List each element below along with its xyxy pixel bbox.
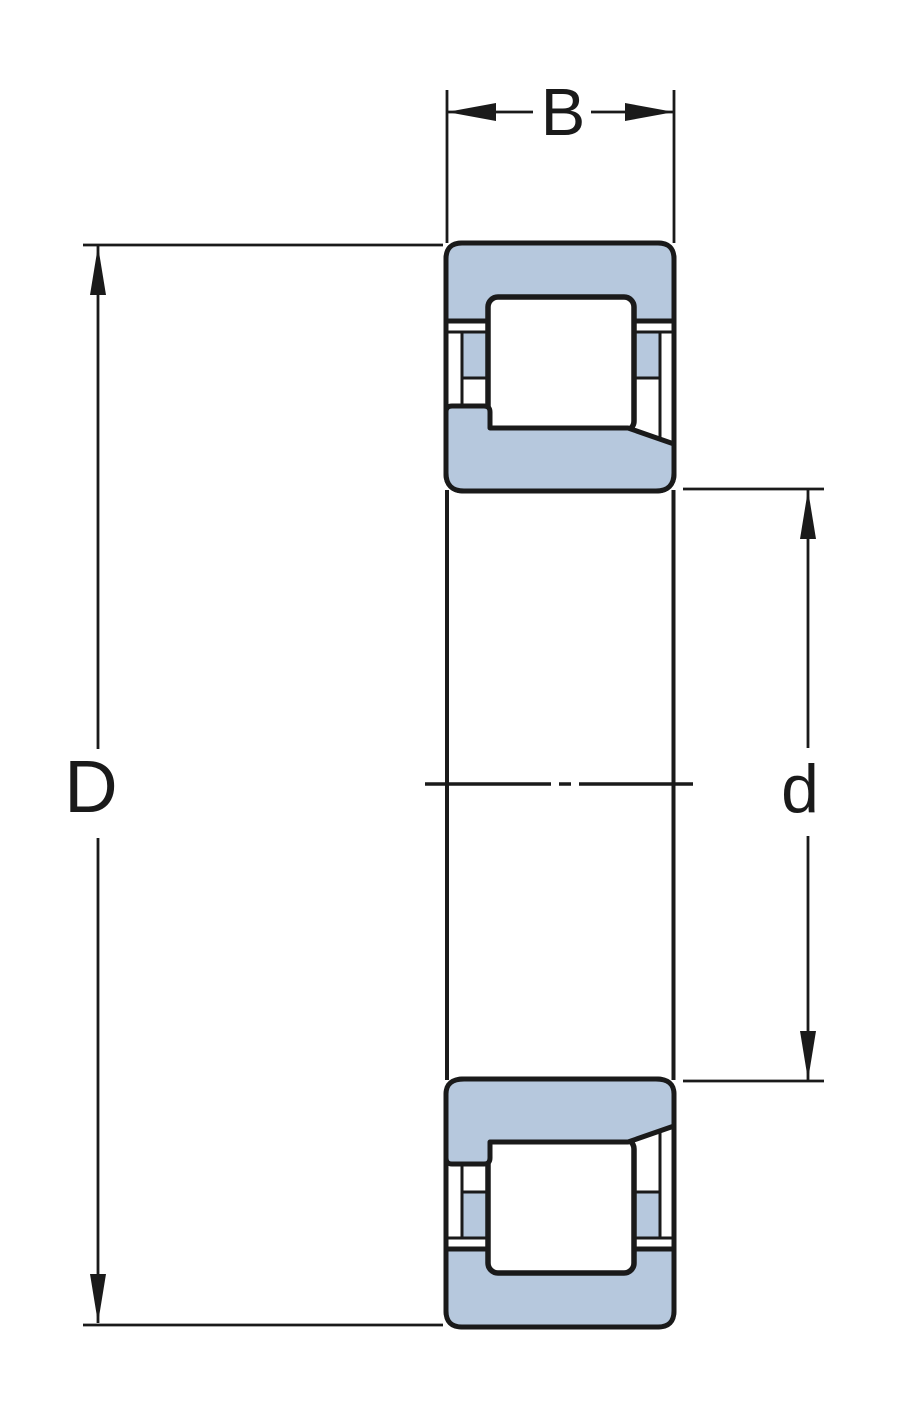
outer-diameter-dimension: D [64, 243, 443, 1327]
outer-diameter-label: D [64, 745, 117, 828]
b-arrow-left-icon [447, 103, 496, 121]
bore-diameter-arrow-down-icon [800, 1031, 816, 1080]
bottom-cage-bar-right [631, 1190, 662, 1240]
outer-diameter-arrow-down-icon [90, 1274, 106, 1323]
bottom-cage-bar-left [460, 1190, 491, 1240]
top-roller [485, 294, 637, 434]
bore-diameter-dimension: d [683, 487, 824, 1083]
b-dimension: B [445, 75, 676, 243]
top-cage-bar-left [460, 330, 491, 380]
outer-diameter-arrow-up-icon [90, 246, 106, 295]
b-dimension-label: B [541, 75, 586, 150]
b-arrow-right-icon [625, 103, 674, 121]
bottom-inner-ring [443, 1076, 677, 1167]
bore-diameter-arrow-up-icon [800, 490, 816, 539]
bore-diameter-label: d [781, 751, 819, 827]
bottom-section [443, 1076, 677, 1330]
top-section [443, 240, 677, 494]
bottom-roller [485, 1136, 637, 1276]
top-cage-bar-right [631, 330, 662, 380]
top-inner-ring [443, 403, 677, 494]
